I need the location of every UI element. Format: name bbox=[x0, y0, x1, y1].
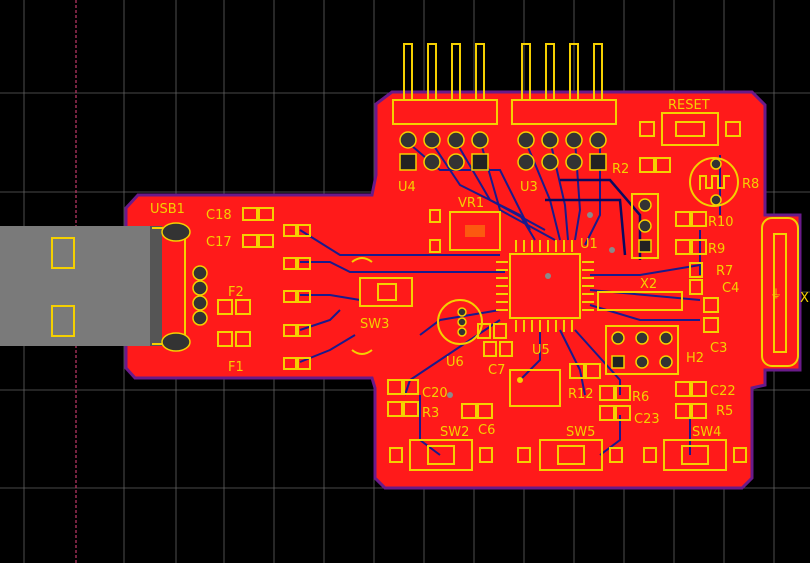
board-copper[interactable] bbox=[124, 90, 802, 490]
label-sw3: SW3 bbox=[360, 317, 389, 332]
cap-c17[interactable] bbox=[242, 234, 274, 248]
svg-text:⏚: ⏚ bbox=[770, 287, 782, 301]
switch-sw5[interactable] bbox=[517, 439, 623, 471]
switch-sw4[interactable] bbox=[643, 439, 747, 471]
label-c22: C22 bbox=[710, 384, 736, 399]
button-reset[interactable] bbox=[639, 112, 741, 146]
label-r5: R5 bbox=[716, 404, 733, 419]
label-u3: U3 bbox=[520, 180, 538, 195]
label-sw5: SW5 bbox=[566, 425, 595, 440]
resistor-r5[interactable] bbox=[675, 403, 707, 419]
header-u3[interactable] bbox=[511, 43, 617, 171]
label-c20: C20 bbox=[422, 386, 448, 401]
usb-connector[interactable] bbox=[0, 222, 208, 352]
label-c7: C7 bbox=[488, 363, 505, 378]
fuse-f2[interactable] bbox=[217, 299, 251, 315]
sensor-r8[interactable] bbox=[689, 157, 739, 207]
label-f2: F2 bbox=[228, 285, 244, 300]
regulator-vr1[interactable] bbox=[429, 209, 501, 253]
label-u5: U5 bbox=[532, 343, 550, 358]
header-u4[interactable] bbox=[392, 43, 498, 171]
label-u6: U6 bbox=[446, 355, 464, 370]
regulator-u6[interactable] bbox=[437, 299, 483, 345]
label-r6: R6 bbox=[632, 390, 649, 405]
label-sw2: SW2 bbox=[440, 425, 469, 440]
resistor-r3[interactable] bbox=[387, 401, 419, 417]
cap-c18[interactable] bbox=[242, 207, 274, 221]
header-h2[interactable] bbox=[605, 325, 679, 375]
resistor-r10[interactable] bbox=[675, 211, 707, 227]
label-c4: C4 bbox=[722, 281, 739, 296]
cap-c4[interactable] bbox=[703, 297, 719, 333]
label-r7: R7 bbox=[716, 264, 733, 279]
label-u4: U4 bbox=[398, 180, 416, 195]
cap-c23[interactable] bbox=[599, 405, 631, 421]
label-vr1: VR1 bbox=[458, 196, 484, 211]
label-r3: R3 bbox=[422, 406, 439, 421]
label-r12: R12 bbox=[568, 387, 594, 402]
resistor-r7[interactable] bbox=[689, 262, 703, 295]
label-f1: F1 bbox=[228, 360, 244, 375]
label-r10: R10 bbox=[708, 215, 734, 230]
usb-contact-bottom bbox=[51, 305, 75, 337]
resistor-r9[interactable] bbox=[675, 239, 707, 255]
switch-sw3[interactable] bbox=[351, 257, 413, 355]
vias bbox=[447, 212, 615, 398]
traces bbox=[299, 139, 721, 456]
fuse-f1[interactable] bbox=[217, 331, 251, 347]
label-u1: U1 bbox=[580, 237, 598, 252]
usb-contact-top bbox=[51, 237, 75, 269]
mcu-u1[interactable] bbox=[496, 240, 594, 332]
resistor-r6[interactable] bbox=[599, 385, 631, 401]
chip-u5[interactable] bbox=[509, 369, 561, 407]
label-reset: RESET bbox=[668, 98, 710, 113]
cap-c6[interactable] bbox=[461, 403, 493, 419]
label-x: X bbox=[800, 291, 809, 306]
label-c3: C3 bbox=[710, 341, 727, 356]
label-sw4: SW4 bbox=[692, 425, 721, 440]
label-c6: C6 bbox=[478, 423, 495, 438]
label-h2: H2 bbox=[686, 351, 704, 366]
crystal-x2[interactable] bbox=[597, 291, 683, 311]
label-c17: C17 bbox=[206, 235, 232, 250]
cap-c7[interactable] bbox=[477, 323, 513, 357]
cap-c22[interactable] bbox=[675, 381, 707, 397]
label-r2: R2 bbox=[612, 162, 629, 177]
crystal-x[interactable]: ⏚ bbox=[761, 217, 799, 367]
crystal-pins[interactable] bbox=[631, 193, 659, 259]
resistor-r12[interactable] bbox=[569, 363, 601, 379]
label-r8: R8 bbox=[742, 177, 759, 192]
switch-sw2[interactable] bbox=[389, 439, 493, 471]
label-usb1: USB1 bbox=[150, 202, 185, 217]
resistor-array-left[interactable] bbox=[283, 224, 311, 370]
resistor-r2[interactable] bbox=[639, 157, 671, 173]
cap-c20[interactable] bbox=[387, 379, 419, 395]
label-c23: C23 bbox=[634, 412, 660, 427]
label-c18: C18 bbox=[206, 208, 232, 223]
label-r9: R9 bbox=[708, 242, 725, 257]
label-x2: X2 bbox=[640, 277, 657, 292]
